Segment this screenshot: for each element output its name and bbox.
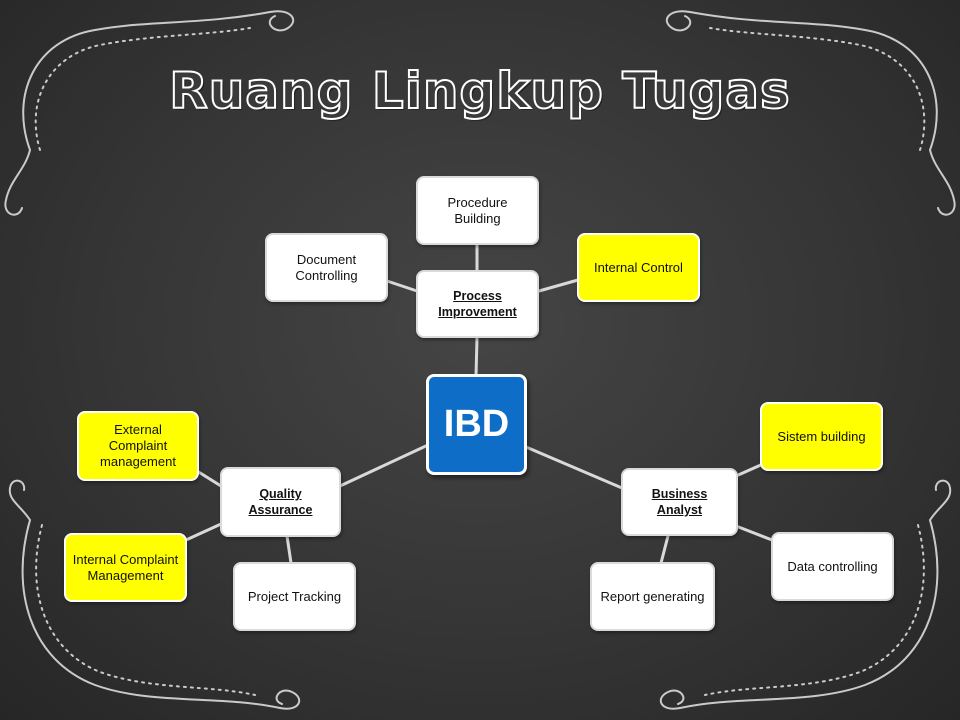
link-business-sistem bbox=[734, 462, 765, 478]
leaf-label: Document Controlling bbox=[295, 251, 358, 283]
leaf-procedure-building: Procedure Building bbox=[416, 176, 539, 245]
leaf-external-complaint-management: External Complaint management bbox=[77, 411, 199, 481]
center-label: IBD bbox=[443, 403, 510, 445]
leaf-label: External Complaint management bbox=[100, 422, 176, 469]
link-business-data bbox=[734, 524, 774, 542]
ornament-top-left bbox=[22, 10, 295, 151]
leaf-document-controlling: Document Controlling bbox=[265, 233, 388, 302]
leaf-label: Data controlling bbox=[787, 558, 878, 574]
link-center-quality bbox=[338, 443, 430, 488]
leaf-data-controlling: Data controlling bbox=[771, 532, 894, 601]
hub-label: Quality Assurance bbox=[248, 487, 313, 517]
leaf-internal-complaint-management: Internal Complaint Management bbox=[64, 533, 187, 602]
slide-title: Ruang Lingkup Tugas bbox=[168, 61, 791, 121]
leaf-label: Sistem building bbox=[777, 428, 866, 444]
leaf-label: Project Tracking bbox=[247, 588, 342, 604]
link-center-process bbox=[474, 336, 479, 378]
hub-quality-assurance: Quality Assurance bbox=[220, 467, 341, 537]
link-quality-tracking bbox=[285, 534, 293, 565]
ornament-bottom-right bbox=[659, 519, 939, 710]
link-quality-external bbox=[195, 469, 223, 488]
link-quality-internal bbox=[184, 522, 223, 542]
hub-label: Process Improvement bbox=[438, 289, 517, 319]
leaf-project-tracking: Project Tracking bbox=[233, 562, 356, 631]
link-business-report bbox=[659, 534, 670, 565]
leaf-internal-control: Internal Control bbox=[577, 233, 700, 302]
link-center-business bbox=[524, 445, 624, 490]
ornament-bottom-left bbox=[21, 519, 301, 710]
link-process-internal-control bbox=[537, 278, 580, 293]
hub-label: Business Analyst bbox=[651, 487, 708, 517]
leaf-label: Internal Complaint Management bbox=[72, 551, 179, 583]
link-process-document bbox=[385, 279, 419, 293]
leaf-label: Procedure Building bbox=[447, 194, 508, 226]
leaf-label: Report generating bbox=[600, 588, 705, 604]
hub-business-analyst: Business Analyst bbox=[621, 468, 738, 536]
center-node-ibd: IBD bbox=[426, 374, 527, 475]
hub-process-improvement: Process Improvement bbox=[416, 270, 539, 338]
leaf-sistem-building: Sistem building bbox=[760, 402, 883, 471]
leaf-report-generating: Report generating bbox=[590, 562, 715, 631]
ornament-top-right bbox=[665, 10, 938, 151]
leaf-label: Internal Control bbox=[594, 259, 683, 275]
